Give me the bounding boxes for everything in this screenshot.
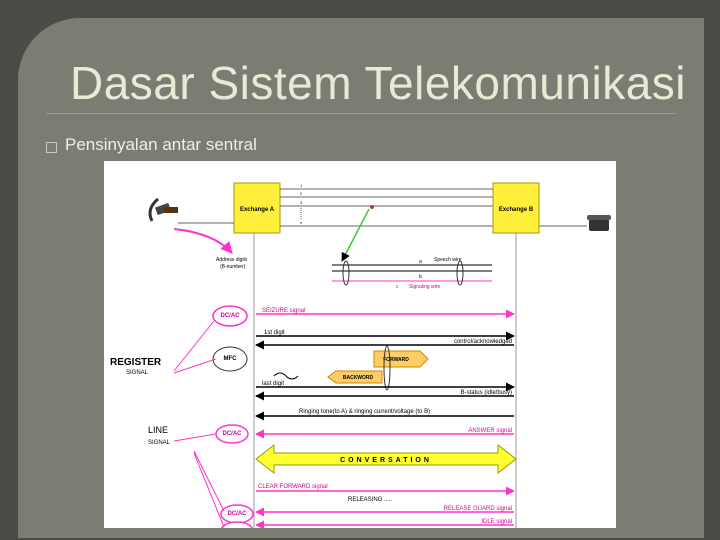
exchange-b-box [492,182,540,234]
release-guard-label: RELEASE GUARD signal [444,506,512,512]
svg-text:BACKWORD: BACKWORD [343,375,374,381]
answer-label: ANSWER signal [468,428,512,434]
line-number-2: 2 [300,191,303,196]
wire-a-label: a [419,259,422,265]
first-digit-label: 1st digit [264,330,285,336]
svg-text:DC/AC: DC/AC [221,313,241,319]
wire-c-label: c [396,284,399,290]
svg-text:MFC: MFC [224,356,238,362]
wire-b-label: b [419,274,422,280]
signaling-wire-label: Signaling wire [409,284,440,290]
releasing-label: RELEASING ..... [348,497,393,503]
ringing-label: Ringing tone(to A) & ringing current/vol… [299,409,430,415]
line-signal-label: SIGNAL [148,440,171,446]
line-number-n: n [300,220,302,225]
b-number-label: (B-number) [220,264,246,270]
register-signal-label: SIGNAL [126,370,149,376]
clear-forward-label: CLEAR FORWARD signal [258,484,328,490]
bullet-icon [46,142,57,153]
speech-wire-label: Speech wire [434,257,462,263]
last-digit-label: last digit [262,381,284,387]
seizure-label: SEIZURE signal [262,308,305,314]
exchange-a-label: Exchange A [240,207,275,213]
signaling-diagram-svg: Exchange A Exchange B 1 2 3 n [110,182,611,528]
dcac-bubble-4 [221,521,253,528]
svg-text:DC/AC: DC/AC [228,511,248,517]
svg-text:FORWARD: FORWARD [383,357,409,363]
title-divider [46,113,676,114]
slide: Dasar Sistem Telekomunikasi Pensinyalan … [18,18,704,538]
line-number-3: 3 [300,200,303,205]
telephone-a-icon [148,197,178,222]
control-ack-label: control/acknowledged [454,339,512,345]
line-number-1: 1 [300,183,303,188]
mfc-bubble [212,346,248,372]
svg-text:DC/AC: DC/AC [223,431,243,437]
idle-label: IDLE signal [481,519,512,525]
b-status-label: B-status (idle/busy) [461,390,512,396]
conversation-label: CONVERSATION [340,457,432,464]
backword-arrow [327,370,383,384]
exchange-b-label: Exchange B [499,207,534,213]
register-label: REGISTER [110,357,162,368]
dcac-bubble-1 [212,305,248,327]
address-digits-label: Address digits [216,257,248,263]
slide-title: Dasar Sistem Telekomunikasi [70,57,686,109]
exchange-a-box [233,182,281,234]
signaling-diagram: Exchange A Exchange B 1 2 3 n [104,161,616,528]
forward-arrow [373,350,429,368]
telephone-b-icon [587,215,611,231]
bullet-text: Pensinyalan antar sentral [65,135,257,154]
line-label: LINE [148,425,168,435]
conversation-arrow [255,443,517,475]
